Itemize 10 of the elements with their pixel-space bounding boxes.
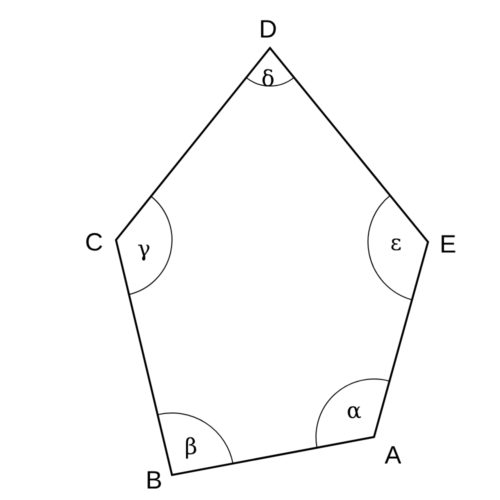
- angle-label: ε: [390, 233, 402, 255]
- vertex-label: A: [384, 444, 402, 468]
- angle-label: β: [184, 437, 198, 459]
- vertex-label: C: [84, 230, 104, 256]
- angle-label: δ: [261, 69, 275, 91]
- vertex-label: B: [146, 468, 162, 494]
- angle-label: α: [346, 401, 362, 423]
- vertex-label: D: [258, 18, 278, 42]
- angle-label: γ: [137, 239, 151, 261]
- vertex-label: E: [440, 232, 456, 258]
